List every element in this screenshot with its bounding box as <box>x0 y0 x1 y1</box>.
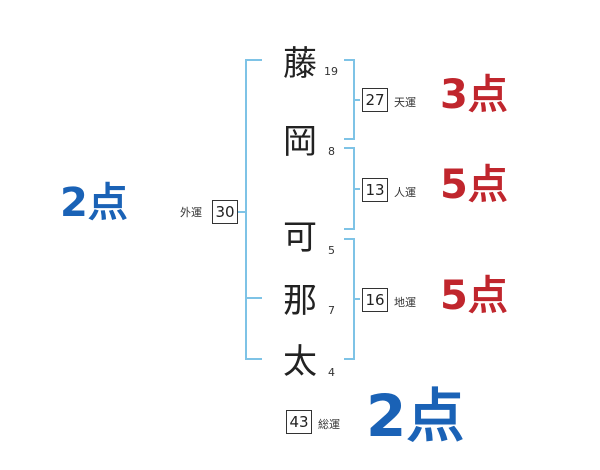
soukaku-label: 総運 <box>318 418 340 431</box>
jinkaku-score: 5点 <box>440 162 508 208</box>
jinkaku-bracket <box>344 147 355 230</box>
name-char-3: 可 <box>283 218 317 258</box>
jinkaku-label: 人運 <box>394 186 416 199</box>
gaikaku-label: 外運 <box>180 206 202 219</box>
name-char-2: 岡 <box>283 122 317 162</box>
stroke-count-1: 19 <box>324 65 338 78</box>
soukaku-score: 2点 <box>366 382 465 450</box>
name-char-1: 藤 <box>283 44 317 84</box>
name-char-4: 那 <box>283 281 317 321</box>
chikaku-value-box: 16 <box>362 288 388 312</box>
outer-bracket <box>245 59 262 360</box>
stroke-count-5: 4 <box>328 366 335 379</box>
name-char-5: 太 <box>283 342 317 382</box>
tenkaku-bracket <box>344 59 355 140</box>
gaikaku-score: 2点 <box>60 180 128 226</box>
chikaku-label: 地運 <box>394 296 416 309</box>
soukaku-value-box: 43 <box>286 410 312 434</box>
tenkaku-score: 3点 <box>440 72 508 118</box>
stroke-count-3: 5 <box>328 244 335 257</box>
jinkaku-value-box: 13 <box>362 178 388 202</box>
chikaku-score: 5点 <box>440 273 508 319</box>
gaikaku-value-box: 30 <box>212 200 238 224</box>
stroke-count-4: 7 <box>328 304 335 317</box>
tenkaku-label: 天運 <box>394 96 416 109</box>
tenkaku-value-box: 27 <box>362 88 388 112</box>
stroke-count-2: 8 <box>328 145 335 158</box>
chikaku-bracket <box>344 238 355 360</box>
